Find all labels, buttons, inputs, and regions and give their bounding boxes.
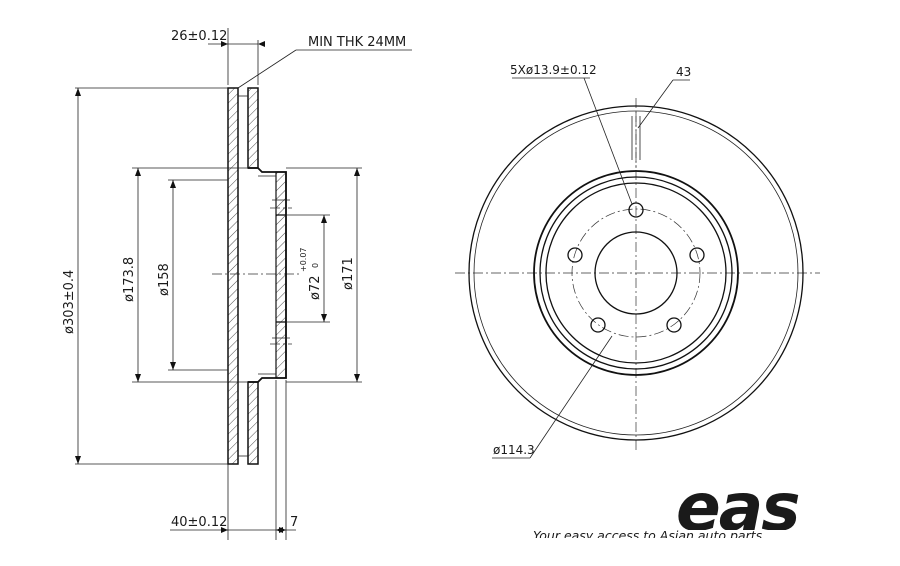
lug-hole: [567, 247, 583, 263]
dim-pcd: ø114.3: [493, 443, 535, 457]
eas-logo: eas Your easy access to Asian auto parts: [530, 469, 900, 558]
dim-72-tol-minus: 0: [311, 263, 320, 268]
dim-173: ø173.8: [122, 257, 137, 302]
friction-ring-right-upper: [247, 87, 259, 169]
friction-ring-right-lower: [247, 381, 259, 465]
hat-outer-circle: [533, 170, 739, 376]
lug-hole: [590, 317, 606, 333]
dim-top-width: 26±0.12: [171, 29, 227, 44]
side-section-view: 26±0.12 MIN THK 24MM ø303±0.4 ø173.8 ø15…: [62, 28, 412, 540]
dim-outer-dia: ø303±0.4: [62, 270, 77, 334]
dim-holes: 5Xø13.9±0.12: [510, 63, 597, 77]
dim-total-height: 40±0.12: [171, 515, 227, 530]
lug-hole: [689, 247, 705, 263]
dim-171: ø171: [341, 257, 356, 290]
lug-hole: [666, 317, 682, 333]
outer-circle: [468, 105, 804, 441]
friction-ring-left: [227, 87, 239, 465]
dim-angle: 43: [676, 65, 691, 79]
hat-inner-circle: [545, 182, 727, 364]
center-bore: [594, 231, 678, 315]
lug-hole: [628, 202, 644, 218]
front-view: 5Xø13.9±0.12 43 ø114.3: [455, 63, 820, 459]
pcd-circle: [571, 208, 701, 338]
hat-mid-circle: [539, 176, 733, 370]
lug-holes: [567, 202, 705, 333]
hat-wall: [275, 171, 287, 379]
dim-158: ø158: [157, 263, 172, 296]
outer-circle-inner: [473, 110, 799, 436]
dim-offset: 7: [290, 515, 298, 530]
dim-72: ø72: [308, 276, 323, 301]
dim-min-thk: MIN THK 24MM: [308, 35, 406, 50]
dim-72-tol-plus: +0.07: [299, 247, 308, 272]
